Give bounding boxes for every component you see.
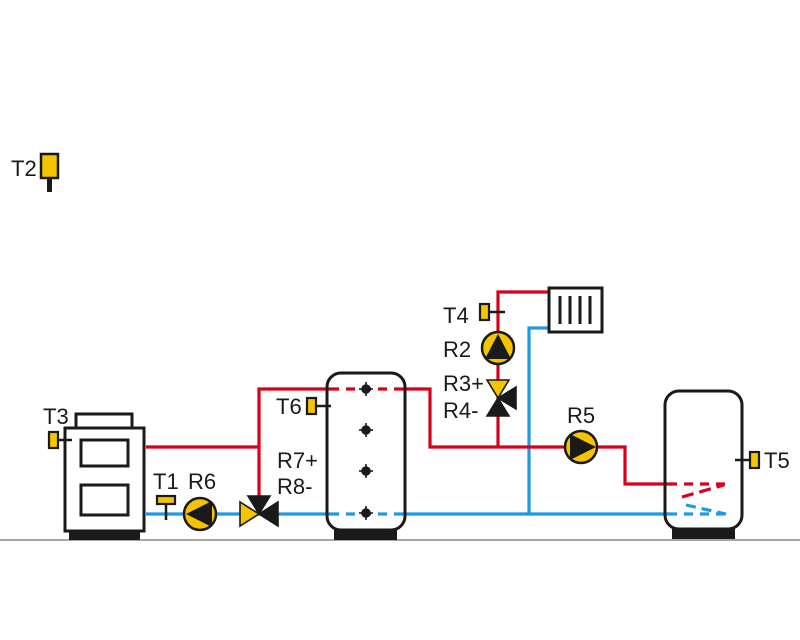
buffer-tank [325, 371, 407, 540]
pump-r6 [182, 496, 218, 532]
boiler [63, 412, 146, 540]
valve-r7-r8 [239, 495, 279, 528]
label-t1: T1 [153, 469, 179, 494]
label-r5: R5 [567, 403, 595, 428]
pump-r5 [563, 429, 599, 465]
label-r7: R7+ [277, 448, 318, 473]
pump-r2 [480, 330, 516, 366]
flow-pipes [146, 290, 725, 499]
label-r3: R3+ [443, 371, 484, 396]
label-r6: R6 [188, 469, 216, 494]
label-r8: R8- [277, 474, 312, 499]
label-t4: T4 [443, 303, 469, 328]
sensor-t2 [39, 152, 60, 192]
sensor-t5 [735, 450, 761, 470]
sensor-t3 [47, 430, 72, 450]
label-r4: R4- [443, 398, 478, 423]
buffer-sensor-points [359, 382, 373, 520]
sensor-t6 [305, 396, 331, 416]
radiator [547, 286, 604, 334]
label-t5: T5 [764, 448, 790, 473]
sensor-t4 [478, 302, 505, 322]
label-t3: T3 [43, 404, 69, 429]
hot-water-tank [663, 389, 744, 539]
label-t6: T6 [276, 394, 302, 419]
valve-r3-r4 [485, 379, 517, 417]
label-t2: T2 [11, 156, 37, 181]
return-pipes [146, 326, 727, 516]
label-r2: R2 [443, 337, 471, 362]
sensor-t1 [155, 494, 177, 520]
